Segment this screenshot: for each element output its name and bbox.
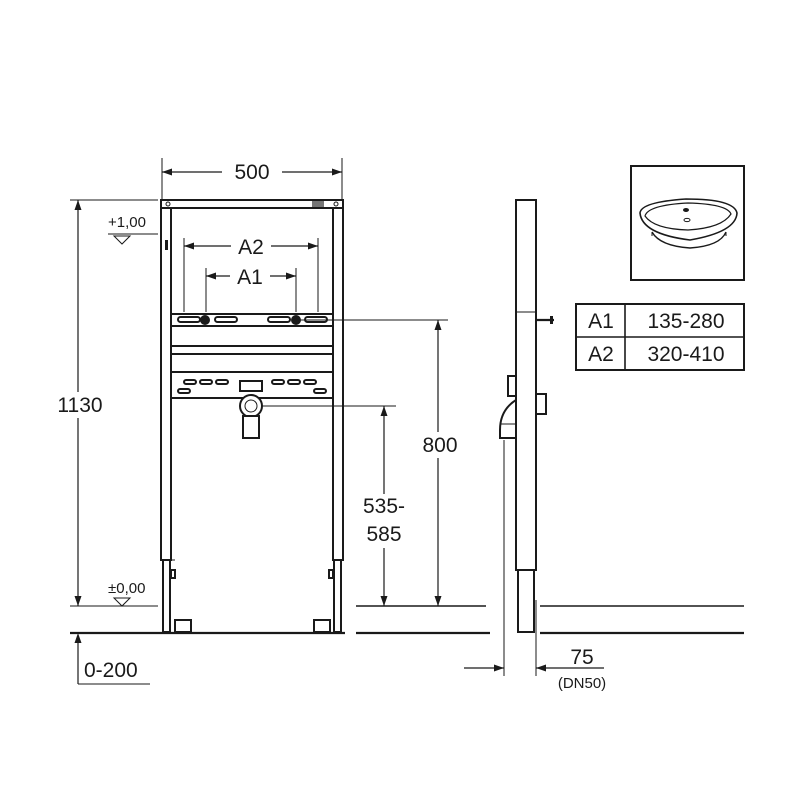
depth-label: 75 (570, 646, 593, 669)
spec-row-2-label: A2 (588, 343, 614, 366)
front-view: 500 (52, 158, 490, 685)
level-marker-bottom-label: ±0,00 (108, 580, 145, 597)
floor-adjust-dimension: 0-200 (74, 633, 150, 685)
tap-connection-right (291, 315, 301, 325)
spec-row-1-label: A1 (588, 310, 614, 333)
width-dimension: 500 (161, 158, 343, 205)
spec-row-1-value: 135-280 (647, 310, 724, 333)
a2-dimension-label: A2 (238, 236, 264, 259)
floor-adjust-label: 0-200 (84, 659, 138, 682)
waste-pipe (239, 394, 263, 439)
spec-table: A1 135-280 A2 320-410 (575, 303, 745, 371)
depth-note: (DN50) (558, 675, 606, 692)
height-800-label: 800 (422, 434, 457, 457)
height-800-dimension: 800 (300, 319, 462, 606)
drain-height-dimension: 535- 585 (262, 405, 414, 606)
mounting-frame (160, 199, 344, 633)
washbasin-icon (630, 165, 745, 281)
level-marker-bottom: ±0,00 (70, 580, 158, 607)
side-view: 75 (DN50) (464, 199, 744, 692)
level-marker-top-label: +1,00 (108, 214, 146, 231)
a1-dimension-label: A1 (237, 266, 263, 289)
width-dimension-label: 500 (234, 161, 269, 184)
height-dimension-label: 1130 (57, 394, 102, 417)
drain-height-label-line2: 585 (366, 523, 401, 546)
a1-dimension: A1 (205, 266, 297, 312)
height-dimension: 1130 (52, 199, 158, 606)
spec-row-2-value: 320-410 (647, 343, 724, 366)
depth-dimension: 75 (DN50) (464, 440, 606, 692)
a2-dimension: A2 (183, 235, 319, 312)
tap-connection-left (200, 315, 210, 325)
level-marker-top: +1,00 (108, 214, 158, 245)
drain-height-label-line1: 535- (363, 495, 405, 518)
